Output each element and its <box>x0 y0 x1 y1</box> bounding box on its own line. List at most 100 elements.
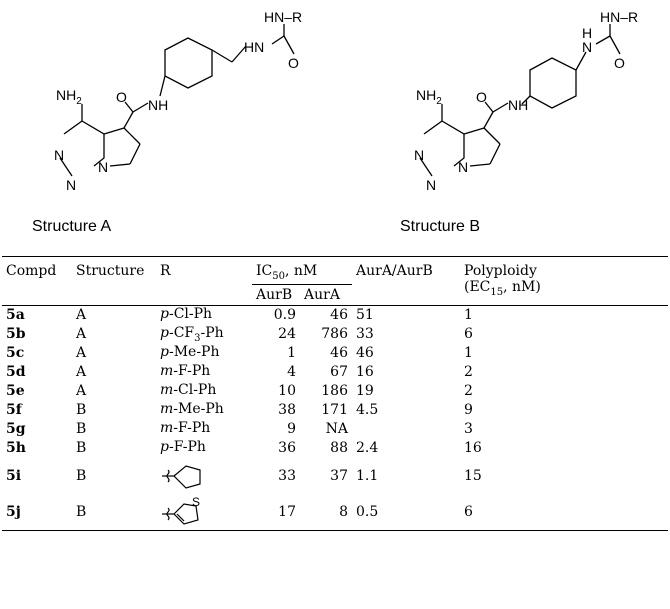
table-row: 5j B S 17 8 0.5 6 <box>2 493 668 531</box>
cell-polyploidy: 2 <box>464 383 473 400</box>
cell-ratio: 46 <box>356 345 374 362</box>
table-row: 5a A p-Cl-Ph 0.9 46 51 1 <box>2 305 668 325</box>
cell-structure: B <box>76 402 87 419</box>
cell-r: m-F-Ph <box>160 419 211 436</box>
cell-aura: NA <box>325 421 348 438</box>
cell-aurb: 17 <box>252 493 300 531</box>
cell-ratio: 51 <box>356 307 374 324</box>
cell-polyploidy: 2 <box>464 364 473 381</box>
cell-aura: 46 <box>330 307 348 324</box>
cell-polyploidy: 6 <box>464 326 473 343</box>
cell-ratio: 33 <box>356 326 374 343</box>
cell-r: m-F-Ph <box>160 362 211 379</box>
cell-structure: A <box>76 326 87 343</box>
b-n1-label: N <box>414 147 424 163</box>
cell-polyploidy: 6 <box>460 493 668 531</box>
b-o-label: O <box>476 89 487 105</box>
cell-r: p-F-Ph <box>160 438 206 455</box>
structures-panel: NH2 O NH HN HN–R O N N N <box>0 0 670 250</box>
cell-polyploidy: 15 <box>464 467 482 484</box>
cell-aurb: 1 <box>287 345 296 362</box>
cell-structure: A <box>76 383 87 400</box>
cell-polyploidy: 9 <box>464 402 473 419</box>
cell-aurb: 33 <box>278 467 296 484</box>
cell-r: p-Cl-Ph <box>160 305 213 322</box>
cell-compd: 5j <box>2 493 72 531</box>
structure-a-drawing: NH2 O NH HN HN–R O N N N <box>54 9 302 193</box>
cell-structure: A <box>76 345 87 362</box>
col-ratio: AurA/AurB <box>356 263 433 279</box>
cell-aurb: 9 <box>287 421 296 438</box>
cell-aurb: 36 <box>278 440 296 457</box>
a-n1-label: N <box>54 147 64 163</box>
cell-compd: 5f <box>6 402 22 419</box>
a-nh2-label: NH2 <box>56 87 82 107</box>
col-aurb: AurB <box>256 286 293 303</box>
cell-aura: 88 <box>330 440 348 457</box>
table-row: 5b A p-CF3-Ph 24 786 33 6 <box>2 325 668 344</box>
structure-drawings: NH2 O NH HN HN–R O N N N <box>54 9 638 193</box>
b-hn-r-label: HN–R <box>600 9 638 25</box>
table-row: 5e A m-Cl-Ph 10 186 19 2 <box>2 382 668 401</box>
a-urea-o-label: O <box>288 55 299 71</box>
cell-polyploidy: 1 <box>464 307 473 324</box>
b-n-label: N <box>582 39 592 55</box>
cell-polyploidy: 16 <box>464 440 482 457</box>
cell-structure: B <box>76 421 87 438</box>
table-body: 5a A p-Cl-Ph 0.9 46 51 1 5b A p-CF3-Ph 2… <box>2 305 668 531</box>
cell-ratio: 1.1 <box>356 467 379 484</box>
structure-b-caption: Structure B <box>400 218 481 235</box>
cell-aura: 171 <box>321 402 348 419</box>
col-structure: Structure <box>76 263 145 279</box>
cell-ratio: 19 <box>356 383 374 400</box>
b-nh-label: NH <box>508 97 528 113</box>
col-polyploidy: Polyploidy(EC15, nM) <box>464 263 541 298</box>
cell-aurb: 38 <box>278 402 296 419</box>
a-nh-label: NH <box>148 97 168 113</box>
thiophenyl-icon: S <box>162 495 200 525</box>
cell-compd: 5h <box>6 440 26 457</box>
cell-aurb: 10 <box>278 383 296 400</box>
cell-aura: 67 <box>330 364 348 381</box>
table-row: 5c A p-Me-Ph 1 46 46 1 <box>2 344 668 363</box>
cell-r <box>156 458 252 494</box>
cell-aura: 8 <box>300 493 352 531</box>
cell-compd: 5c <box>6 345 25 362</box>
cell-r: m-Me-Ph <box>160 400 224 417</box>
cell-compd: 5e <box>6 383 25 400</box>
table-row: 5f B m-Me-Ph 38 171 4.5 9 <box>2 401 668 420</box>
cell-structure: B <box>76 440 87 457</box>
a-o-label: O <box>116 89 127 105</box>
cell-aura: 186 <box>321 383 348 400</box>
b-urea-o-label: O <box>614 55 625 71</box>
table-row: 5g B m-F-Ph 9 NA 3 <box>2 420 668 439</box>
cell-structure: A <box>76 307 87 324</box>
cell-aura: 786 <box>321 326 348 343</box>
table-row: 5i B 33 37 1.1 15 <box>2 458 668 494</box>
cell-polyploidy: 3 <box>464 421 473 438</box>
cyclopentyl-icon <box>162 465 201 489</box>
cell-r: p-Me-Ph <box>160 343 220 360</box>
cell-compd: 5b <box>6 326 26 343</box>
b-nh2-label: NH2 <box>416 87 442 107</box>
table-row: 5h B p-F-Ph 36 88 2.4 16 <box>2 439 668 458</box>
cell-ratio: 2.4 <box>356 440 379 457</box>
activity-table: Compd Structure R IC50, nM AurA/AurB Pol… <box>2 256 668 531</box>
b-n2-label: N <box>426 177 436 193</box>
a-hn-label: HN <box>244 39 264 55</box>
cell-compd: 5g <box>6 421 26 438</box>
cell-ratio: 4.5 <box>356 402 379 419</box>
col-ic50: IC50, nM <box>252 256 352 285</box>
cell-ratio: 16 <box>356 364 374 381</box>
cell-polyploidy: 1 <box>464 345 473 362</box>
b-h-label: H <box>582 25 592 41</box>
a-n3-label: N <box>98 159 108 175</box>
svg-text:S: S <box>192 495 200 509</box>
cell-r: S <box>156 493 252 531</box>
col-aura: AurA <box>304 286 340 303</box>
a-n2-label: N <box>66 177 76 193</box>
cell-aurb: 4 <box>287 364 296 381</box>
cell-aurb: 0.9 <box>273 307 296 324</box>
cell-aura: 37 <box>330 467 348 484</box>
col-r: R <box>160 263 171 279</box>
